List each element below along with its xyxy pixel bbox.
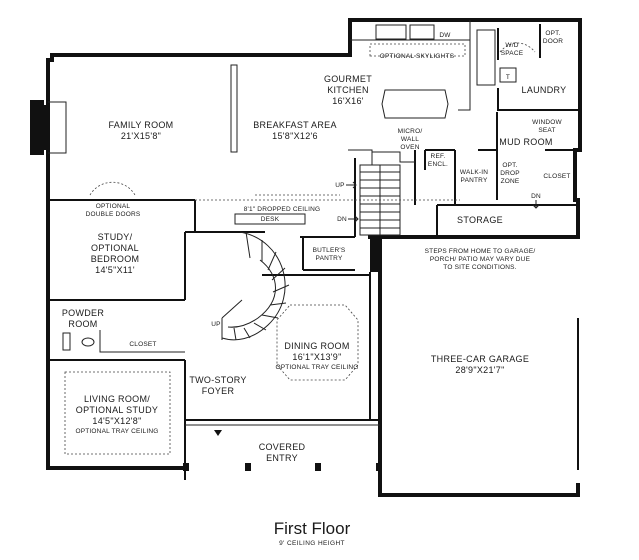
drop-zone-label-3: ZONE <box>501 178 520 185</box>
dining-room-note: OPTIONAL TRAY CEILING <box>275 364 358 371</box>
garage-size: 28'9"X21'7" <box>455 365 504 375</box>
study-size: 14'5"X11' <box>95 265 135 275</box>
foyer-name-2: FOYER <box>202 386 235 396</box>
desk <box>234 213 306 225</box>
dashed-outlines <box>64 42 536 455</box>
ref-enclosure-label-1: REF. <box>431 153 446 160</box>
micro-label-3: OVEN <box>400 144 419 151</box>
plan-subtitle: 9' CEILING HEIGHT <box>279 540 345 547</box>
optional-doors-label-2: DOUBLE DOORS <box>86 211 141 218</box>
foyer-up-label: UP <box>211 321 220 328</box>
garage-name: THREE-CAR GARAGE <box>431 354 529 364</box>
opt-door-label-2: DOOR <box>543 38 563 45</box>
toilet-tank-label: T <box>506 74 510 81</box>
dishwasher-label: DW <box>439 32 451 39</box>
powder-room-name-1: POWDER <box>62 308 105 318</box>
opt-door-label-1: OPT. <box>545 30 560 37</box>
family-room-size: 21'X15'8" <box>121 131 161 141</box>
butlers-pantry-label-2: PANTRY <box>316 255 343 262</box>
powder-closet-label: CLOSET <box>129 341 156 348</box>
laundry-name: LAUNDRY <box>522 85 567 95</box>
wd-space-label-2: SPACE <box>501 50 524 57</box>
kitchen-fixtures <box>350 20 517 119</box>
kitchen-name-1: GOURMET <box>324 74 372 84</box>
stair-arrows <box>214 181 540 436</box>
mud-dn-label: DN <box>531 193 541 200</box>
living-room-note: OPTIONAL TRAY CEILING <box>75 428 158 435</box>
room-labels: FAMILY ROOM 21'X15'8" BREAKFAST AREA 15'… <box>62 74 567 463</box>
mud-room-name: MUD ROOM <box>499 137 552 147</box>
covered-entry-name-2: ENTRY <box>266 453 298 463</box>
micro-label-1: MICRO/ <box>398 128 423 135</box>
study-name-2: OPTIONAL <box>91 243 139 253</box>
mud-closet-label: CLOSET <box>543 173 570 180</box>
dining-room-name: DINING ROOM <box>284 341 349 351</box>
powder-room-name-2: ROOM <box>68 319 97 329</box>
kitchen-name-2: KITCHEN <box>327 85 369 95</box>
wd-space-label-1: W/D <box>505 42 518 49</box>
dropped-ceiling-label: 8'1" DROPPED CEILING <box>244 206 321 213</box>
stairs-up-label: UP <box>335 182 344 189</box>
window-seat-label-2: SEAT <box>538 127 555 134</box>
family-room-name: FAMILY ROOM <box>109 120 174 130</box>
living-room-name-1: LIVING ROOM/ <box>84 394 150 404</box>
walkin-pantry-label-1: WALK-IN <box>460 169 488 176</box>
desk-label: DESK <box>261 216 280 223</box>
steps-note-line-2: PORCH/ PATIO MAY VARY DUE <box>430 256 531 263</box>
drop-zone-label-1: OPT. <box>502 162 517 169</box>
annotations: OPTIONAL SKYLIGHTS DW W/D SPACE OPT. DOO… <box>86 30 571 348</box>
living-room-name-2: OPTIONAL STUDY <box>76 405 158 415</box>
breakfast-area-size: 15'8"X12'6 <box>272 131 318 141</box>
study-name-1: STUDY/ <box>98 232 133 242</box>
covered-entry-name-1: COVERED <box>259 442 306 452</box>
butlers-pantry-label-1: BUTLER'S <box>313 247 346 254</box>
study-name-3: BEDROOM <box>91 254 140 264</box>
walls <box>30 18 582 497</box>
entry-arrow-icon <box>214 430 222 436</box>
plan-title: First Floor <box>274 519 351 538</box>
steps-note-line-1: STEPS FROM HOME TO GARAGE/ <box>425 248 536 255</box>
storage-name: STORAGE <box>457 215 503 225</box>
breakfast-area-name: BREAKFAST AREA <box>253 120 337 130</box>
stairs-dn-label: DN <box>337 216 347 223</box>
walkin-pantry-label-2: PANTRY <box>461 177 488 184</box>
drop-zone-label-2: DROP <box>500 170 520 177</box>
foyer-name-1: TWO-STORY <box>189 375 246 385</box>
kitchen-size: 16'X16' <box>332 96 364 106</box>
optional-skylights-label: OPTIONAL SKYLIGHTS <box>380 53 455 60</box>
window-seat-label-1: WINDOW <box>532 119 562 126</box>
dining-room-size: 16'1"X13'9" <box>292 352 341 362</box>
living-room-size: 14'5"X12'8" <box>92 416 141 426</box>
ref-enclosure-label-2: ENCL. <box>428 161 448 168</box>
optional-doors-label-1: OPTIONAL <box>96 203 131 210</box>
micro-label-2: WALL <box>401 136 419 143</box>
steps-note-line-3: TO SITE CONDITIONS. <box>443 264 516 271</box>
